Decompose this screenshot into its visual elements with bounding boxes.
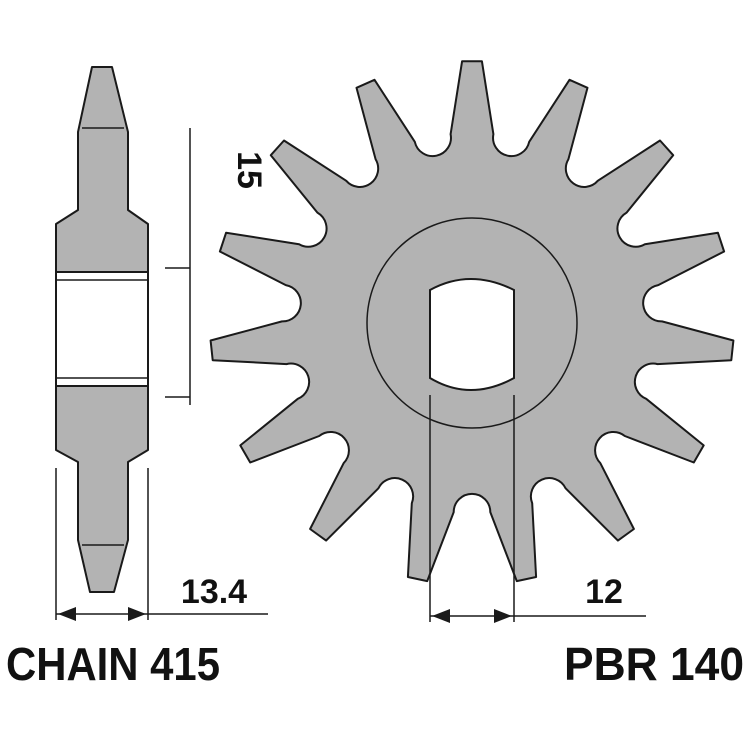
side-hub-bore [55,271,149,387]
spline-dimension: 12 [429,395,646,623]
sprocket-side-view [55,66,149,593]
thickness-label: 13.4 [181,573,247,611]
thickness-arrow-left [58,607,76,621]
spline-arrow-left [432,609,450,623]
teeth-count-label: 15 [230,151,268,189]
teeth-dimension: 15 [165,128,268,405]
hub-circle [366,217,578,429]
sprocket-front-view [209,60,735,583]
spline-arrow-right [494,609,512,623]
part-code-label: PBR 140 [564,638,744,690]
chain-label: CHAIN 415 [6,638,220,690]
thickness-dimension: 13.4 [55,468,268,621]
spline-bore [429,278,515,391]
spline-width-label: 12 [585,573,623,611]
thickness-arrow-right [128,607,146,621]
